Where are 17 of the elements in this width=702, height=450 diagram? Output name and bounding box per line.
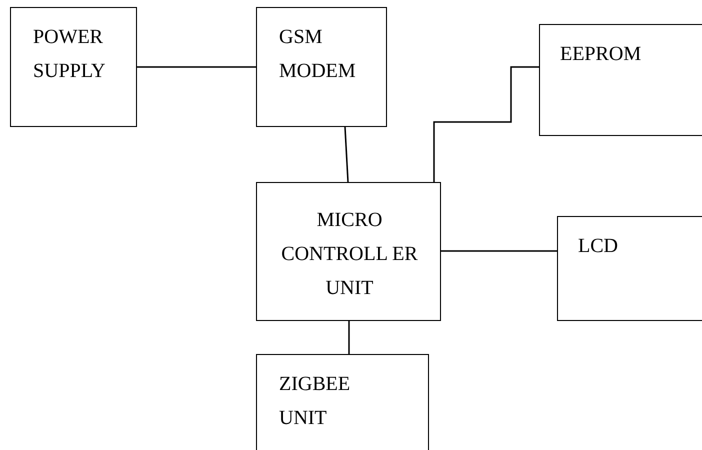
block-label: MICRO CONTROLL ER UNIT: [280, 208, 419, 301]
block-box: [539, 24, 702, 136]
connector-line: [441, 250, 557, 252]
connector-line: [433, 66, 539, 182]
connector-line: [344, 126, 349, 182]
block-label: POWER SUPPLY: [33, 25, 106, 84]
block-box: [557, 216, 702, 321]
block-box: [256, 7, 387, 127]
block-label: GSM MODEM: [279, 25, 357, 84]
block-box: [256, 354, 429, 450]
connector-line: [137, 66, 256, 68]
block-box: [10, 7, 137, 127]
connector-line: [348, 321, 350, 354]
block-box: [256, 182, 441, 321]
block-label: EEPROM: [560, 42, 642, 67]
block-label: LCD: [578, 234, 619, 259]
block-label: ZIGBEE UNIT: [279, 372, 352, 431]
